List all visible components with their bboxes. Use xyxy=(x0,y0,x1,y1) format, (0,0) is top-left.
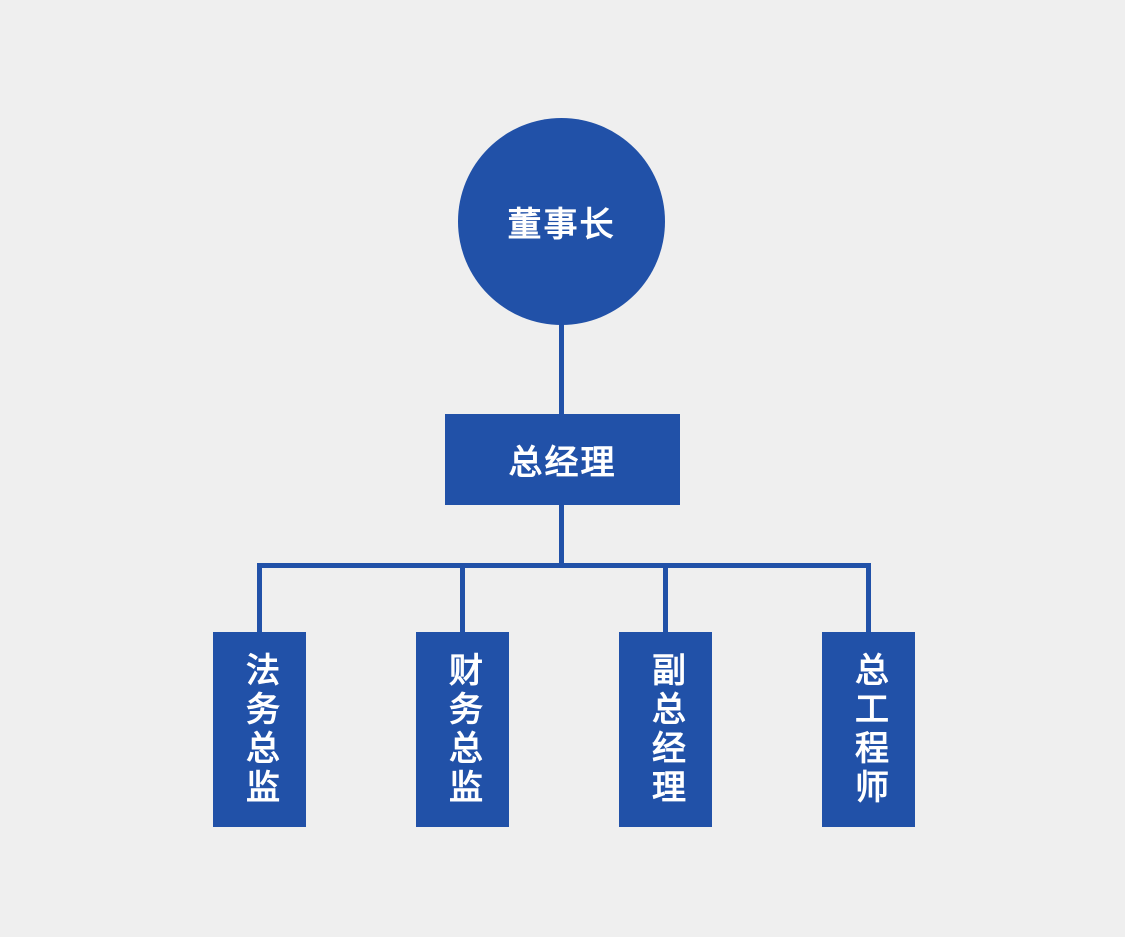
deputy-general-manager-label: 副总经理 xyxy=(645,651,686,808)
department-node-legal-director: 法务总监 xyxy=(213,632,306,827)
legal-director-label: 法务总监 xyxy=(239,651,280,808)
connector-drop-finance-director xyxy=(460,563,465,633)
department-node-deputy-general-manager: 副总经理 xyxy=(619,632,712,827)
chairman-node: 董事长 xyxy=(458,118,665,325)
connector-drop-deputy-general-manager xyxy=(663,563,668,633)
finance-director-label: 财务总监 xyxy=(442,651,483,808)
general-manager-node: 总经理 xyxy=(445,414,680,505)
chief-engineer-label: 总工程师 xyxy=(848,651,889,808)
connector-horizontal-bus xyxy=(257,563,871,568)
general-manager-label: 总经理 xyxy=(508,443,617,483)
connector-drop-chief-engineer xyxy=(866,563,871,633)
department-node-chief-engineer: 总工程师 xyxy=(822,632,915,827)
department-node-finance-director: 财务总监 xyxy=(416,632,509,827)
connector-root-to-manager xyxy=(559,323,564,415)
connector-drop-legal-director xyxy=(257,563,262,633)
chairman-label: 董事长 xyxy=(507,205,616,245)
connector-manager-to-bus xyxy=(559,505,564,568)
